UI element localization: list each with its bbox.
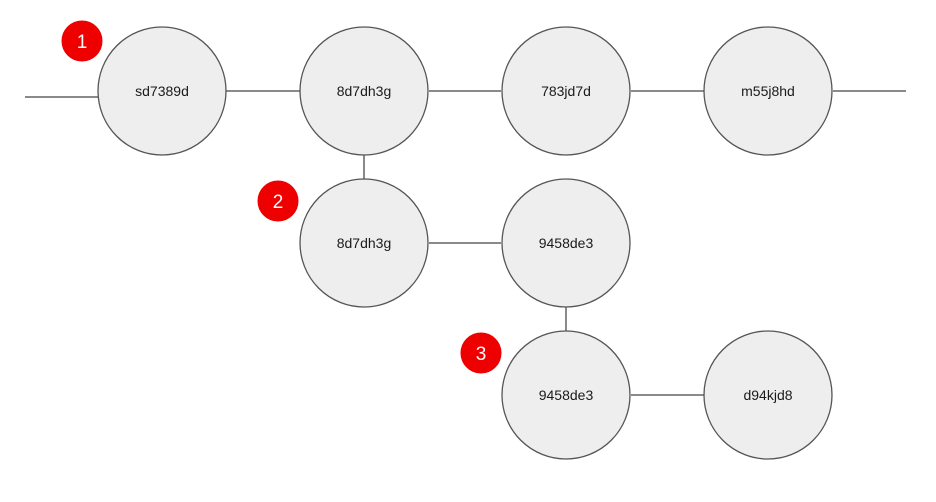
commit-node[interactable]: 8d7dh3g: [299, 26, 429, 156]
step-badge-circle: [459, 331, 503, 375]
commit-node-label: m55j8hd: [741, 83, 795, 99]
commit-node[interactable]: 9458de3: [501, 330, 631, 460]
commit-node-label: 9458de3: [539, 387, 594, 403]
commit-node-circle: [299, 26, 429, 156]
commit-node-circle: [703, 26, 833, 156]
commit-node-circle: [501, 330, 631, 460]
commit-node-circle: [703, 330, 833, 460]
step-badge-circle: [256, 179, 300, 223]
commit-node[interactable]: sd7389d: [97, 26, 227, 156]
commit-node[interactable]: 783jd7d: [501, 26, 631, 156]
commit-node-label: d94kjd8: [743, 387, 792, 403]
step-badge-label: 2: [273, 192, 284, 213]
commit-node-label: 8d7dh3g: [337, 83, 392, 99]
commit-node[interactable]: d94kjd8: [703, 330, 833, 460]
commit-node-circle: [501, 178, 631, 308]
commit-node[interactable]: 9458de3: [501, 178, 631, 308]
step-badge-circle: [60, 19, 104, 63]
commit-node-label: sd7389d: [135, 83, 189, 99]
commit-node-circle: [97, 26, 227, 156]
step-badge: 3: [459, 331, 503, 375]
commit-node-label: 8d7dh3g: [337, 235, 392, 251]
commit-node[interactable]: 8d7dh3g: [299, 178, 429, 308]
step-badge: 1: [60, 19, 104, 63]
commit-node-label: 9458de3: [539, 235, 594, 251]
commit-node-label: 783jd7d: [541, 83, 591, 99]
commit-node[interactable]: m55j8hd: [703, 26, 833, 156]
step-badge-label: 1: [77, 32, 88, 53]
commit-node-circle: [299, 178, 429, 308]
step-badge: 2: [256, 179, 300, 223]
commit-node-circle: [501, 26, 631, 156]
step-badge-label: 3: [476, 344, 487, 365]
